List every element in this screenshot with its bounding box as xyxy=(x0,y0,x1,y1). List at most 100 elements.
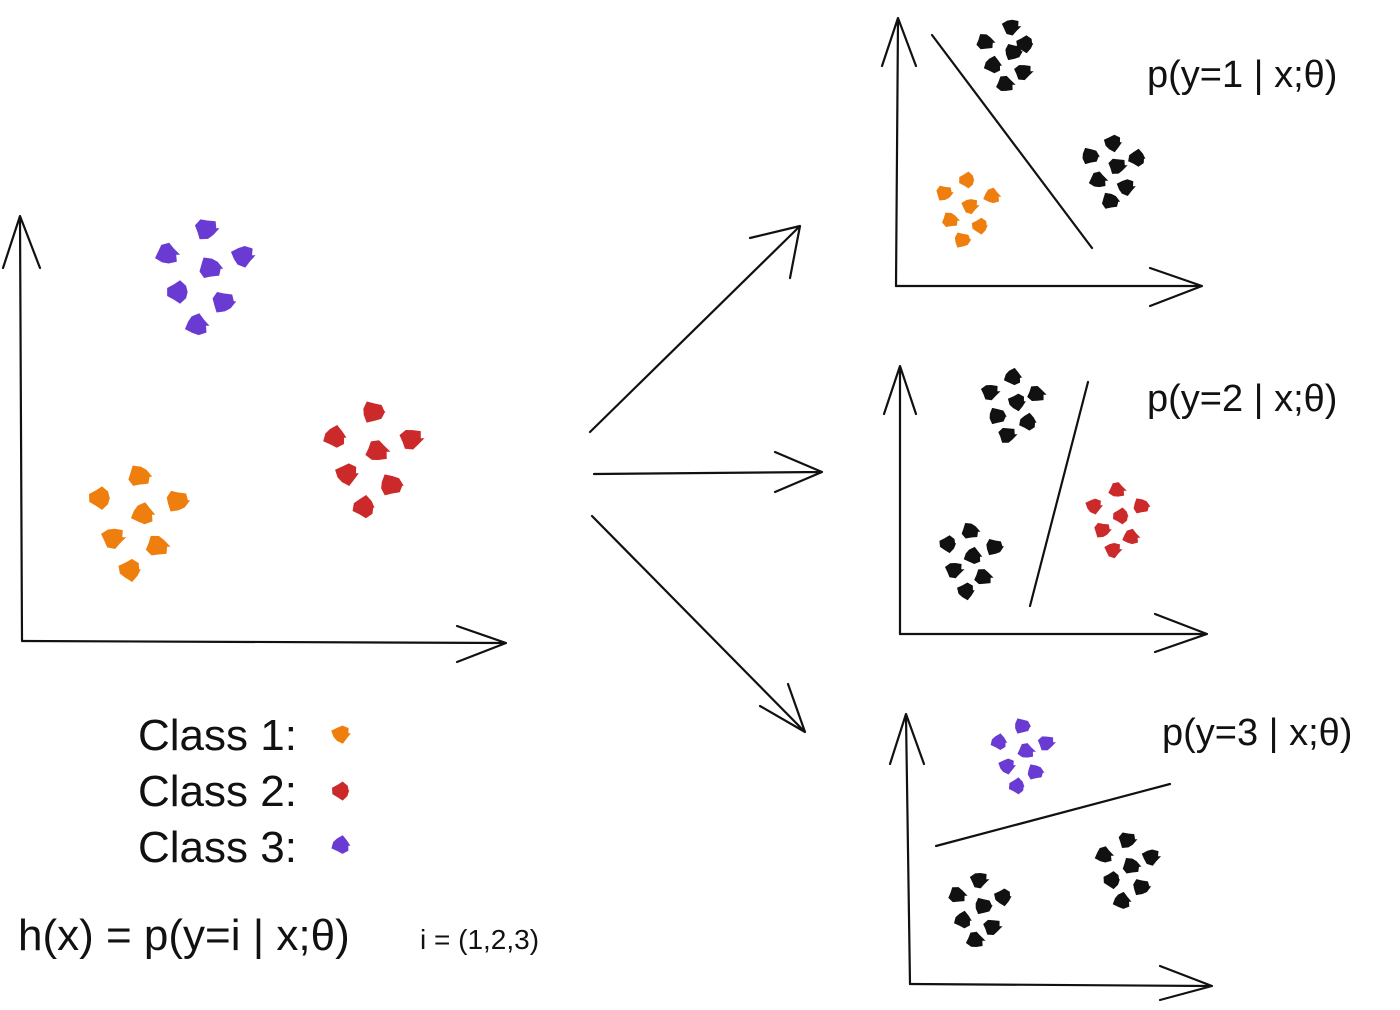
data-point xyxy=(1088,171,1109,188)
main-class-1-cluster xyxy=(89,465,191,582)
panel-2-class-2-cluster xyxy=(1085,482,1151,559)
panel-3-rest-cluster-right xyxy=(1094,832,1162,909)
data-point xyxy=(948,887,968,903)
data-point xyxy=(118,558,141,582)
data-point xyxy=(1016,35,1034,54)
panel-3-rest-cluster-left xyxy=(948,872,1012,947)
panel-3-label: p(y=3 | x;θ) xyxy=(1162,712,1353,754)
arrow-to-panel-3 xyxy=(590,514,807,734)
panel-2-label: p(y=2 | x;θ) xyxy=(1147,378,1338,420)
data-point xyxy=(130,502,156,525)
data-point xyxy=(954,232,972,248)
panel-2-y-axis xyxy=(882,364,918,636)
data-point xyxy=(381,474,404,496)
data-point xyxy=(1116,179,1136,197)
data-point xyxy=(1014,65,1034,81)
panel-1-y-axis xyxy=(880,16,918,288)
main-class-2-cluster xyxy=(323,401,425,519)
data-point xyxy=(969,872,990,889)
data-point xyxy=(1112,891,1132,909)
legend-class-1-label: Class 1: xyxy=(138,711,297,760)
data-point xyxy=(1015,718,1032,734)
data-point xyxy=(230,246,256,268)
data-point xyxy=(145,535,171,556)
panel-3-y-axis xyxy=(888,712,926,986)
arrow-to-panel-1 xyxy=(588,224,802,434)
panel-2-x-axis xyxy=(898,612,1209,654)
panel-2-rest-cluster-top xyxy=(980,367,1047,443)
panel-2-rest-cluster-bottom xyxy=(939,522,1005,601)
data-point xyxy=(954,910,972,929)
data-point xyxy=(212,291,237,313)
data-point xyxy=(986,539,1005,556)
data-point xyxy=(961,522,981,539)
data-point xyxy=(983,55,1003,74)
panel-3-decision-boundary xyxy=(934,782,1172,848)
panel-3-x-axis xyxy=(908,964,1214,1002)
data-point xyxy=(1094,846,1115,863)
data-point xyxy=(944,563,965,579)
panel-1-x-axis xyxy=(894,266,1204,308)
data-point xyxy=(1037,736,1056,751)
data-point xyxy=(980,385,1001,401)
data-point xyxy=(965,931,986,947)
data-point xyxy=(1027,386,1047,401)
data-point xyxy=(331,835,351,854)
data-point xyxy=(1008,777,1025,795)
data-point xyxy=(1133,879,1152,896)
data-point xyxy=(983,919,1003,935)
data-point xyxy=(332,781,350,801)
panel-3-plot xyxy=(888,712,1214,1002)
data-point xyxy=(1007,393,1026,412)
data-point xyxy=(335,463,359,486)
data-point xyxy=(1103,871,1120,890)
data-point xyxy=(1003,367,1023,386)
main-plot xyxy=(1,214,508,664)
data-point xyxy=(936,185,954,201)
data-point xyxy=(352,495,375,519)
data-point xyxy=(1085,498,1103,515)
data-point xyxy=(89,486,111,510)
data-point xyxy=(975,897,993,915)
data-point xyxy=(1104,543,1123,559)
panel-3-class-3-cluster xyxy=(990,718,1056,795)
data-point xyxy=(976,34,996,50)
data-point xyxy=(1017,743,1036,758)
data-point xyxy=(939,535,957,554)
data-point xyxy=(399,429,425,450)
data-point xyxy=(1108,482,1127,497)
data-point xyxy=(974,569,994,585)
hypothesis-formula: h(x) = p(y=i | x;θ) xyxy=(18,911,350,960)
data-point xyxy=(101,528,127,550)
data-point xyxy=(1141,849,1162,866)
data-point xyxy=(1094,522,1112,538)
data-point xyxy=(998,427,1018,443)
panel-1-plot xyxy=(880,16,1204,308)
legend-class-2-marker xyxy=(332,781,350,801)
data-point xyxy=(1118,832,1138,849)
data-point xyxy=(1027,764,1045,780)
data-point xyxy=(983,187,1002,204)
panel-2-decision-boundary xyxy=(1028,380,1090,608)
data-point xyxy=(1103,134,1123,153)
data-point xyxy=(1001,19,1022,36)
main-y-axis xyxy=(1,214,42,642)
data-point xyxy=(989,407,1007,425)
legend-class-3-label: Class 3: xyxy=(138,823,297,872)
panel-2-plot xyxy=(882,364,1209,654)
data-point xyxy=(323,425,347,448)
data-point xyxy=(1122,528,1141,545)
data-point xyxy=(1082,147,1100,165)
data-point xyxy=(942,212,961,228)
main-x-axis xyxy=(20,624,508,664)
data-point xyxy=(1113,507,1129,525)
data-point xyxy=(998,758,1016,775)
data-point xyxy=(1005,44,1023,61)
data-point xyxy=(1108,158,1128,174)
data-point xyxy=(963,546,983,565)
data-point xyxy=(1128,148,1146,167)
data-point xyxy=(365,440,391,460)
data-point xyxy=(961,199,980,215)
